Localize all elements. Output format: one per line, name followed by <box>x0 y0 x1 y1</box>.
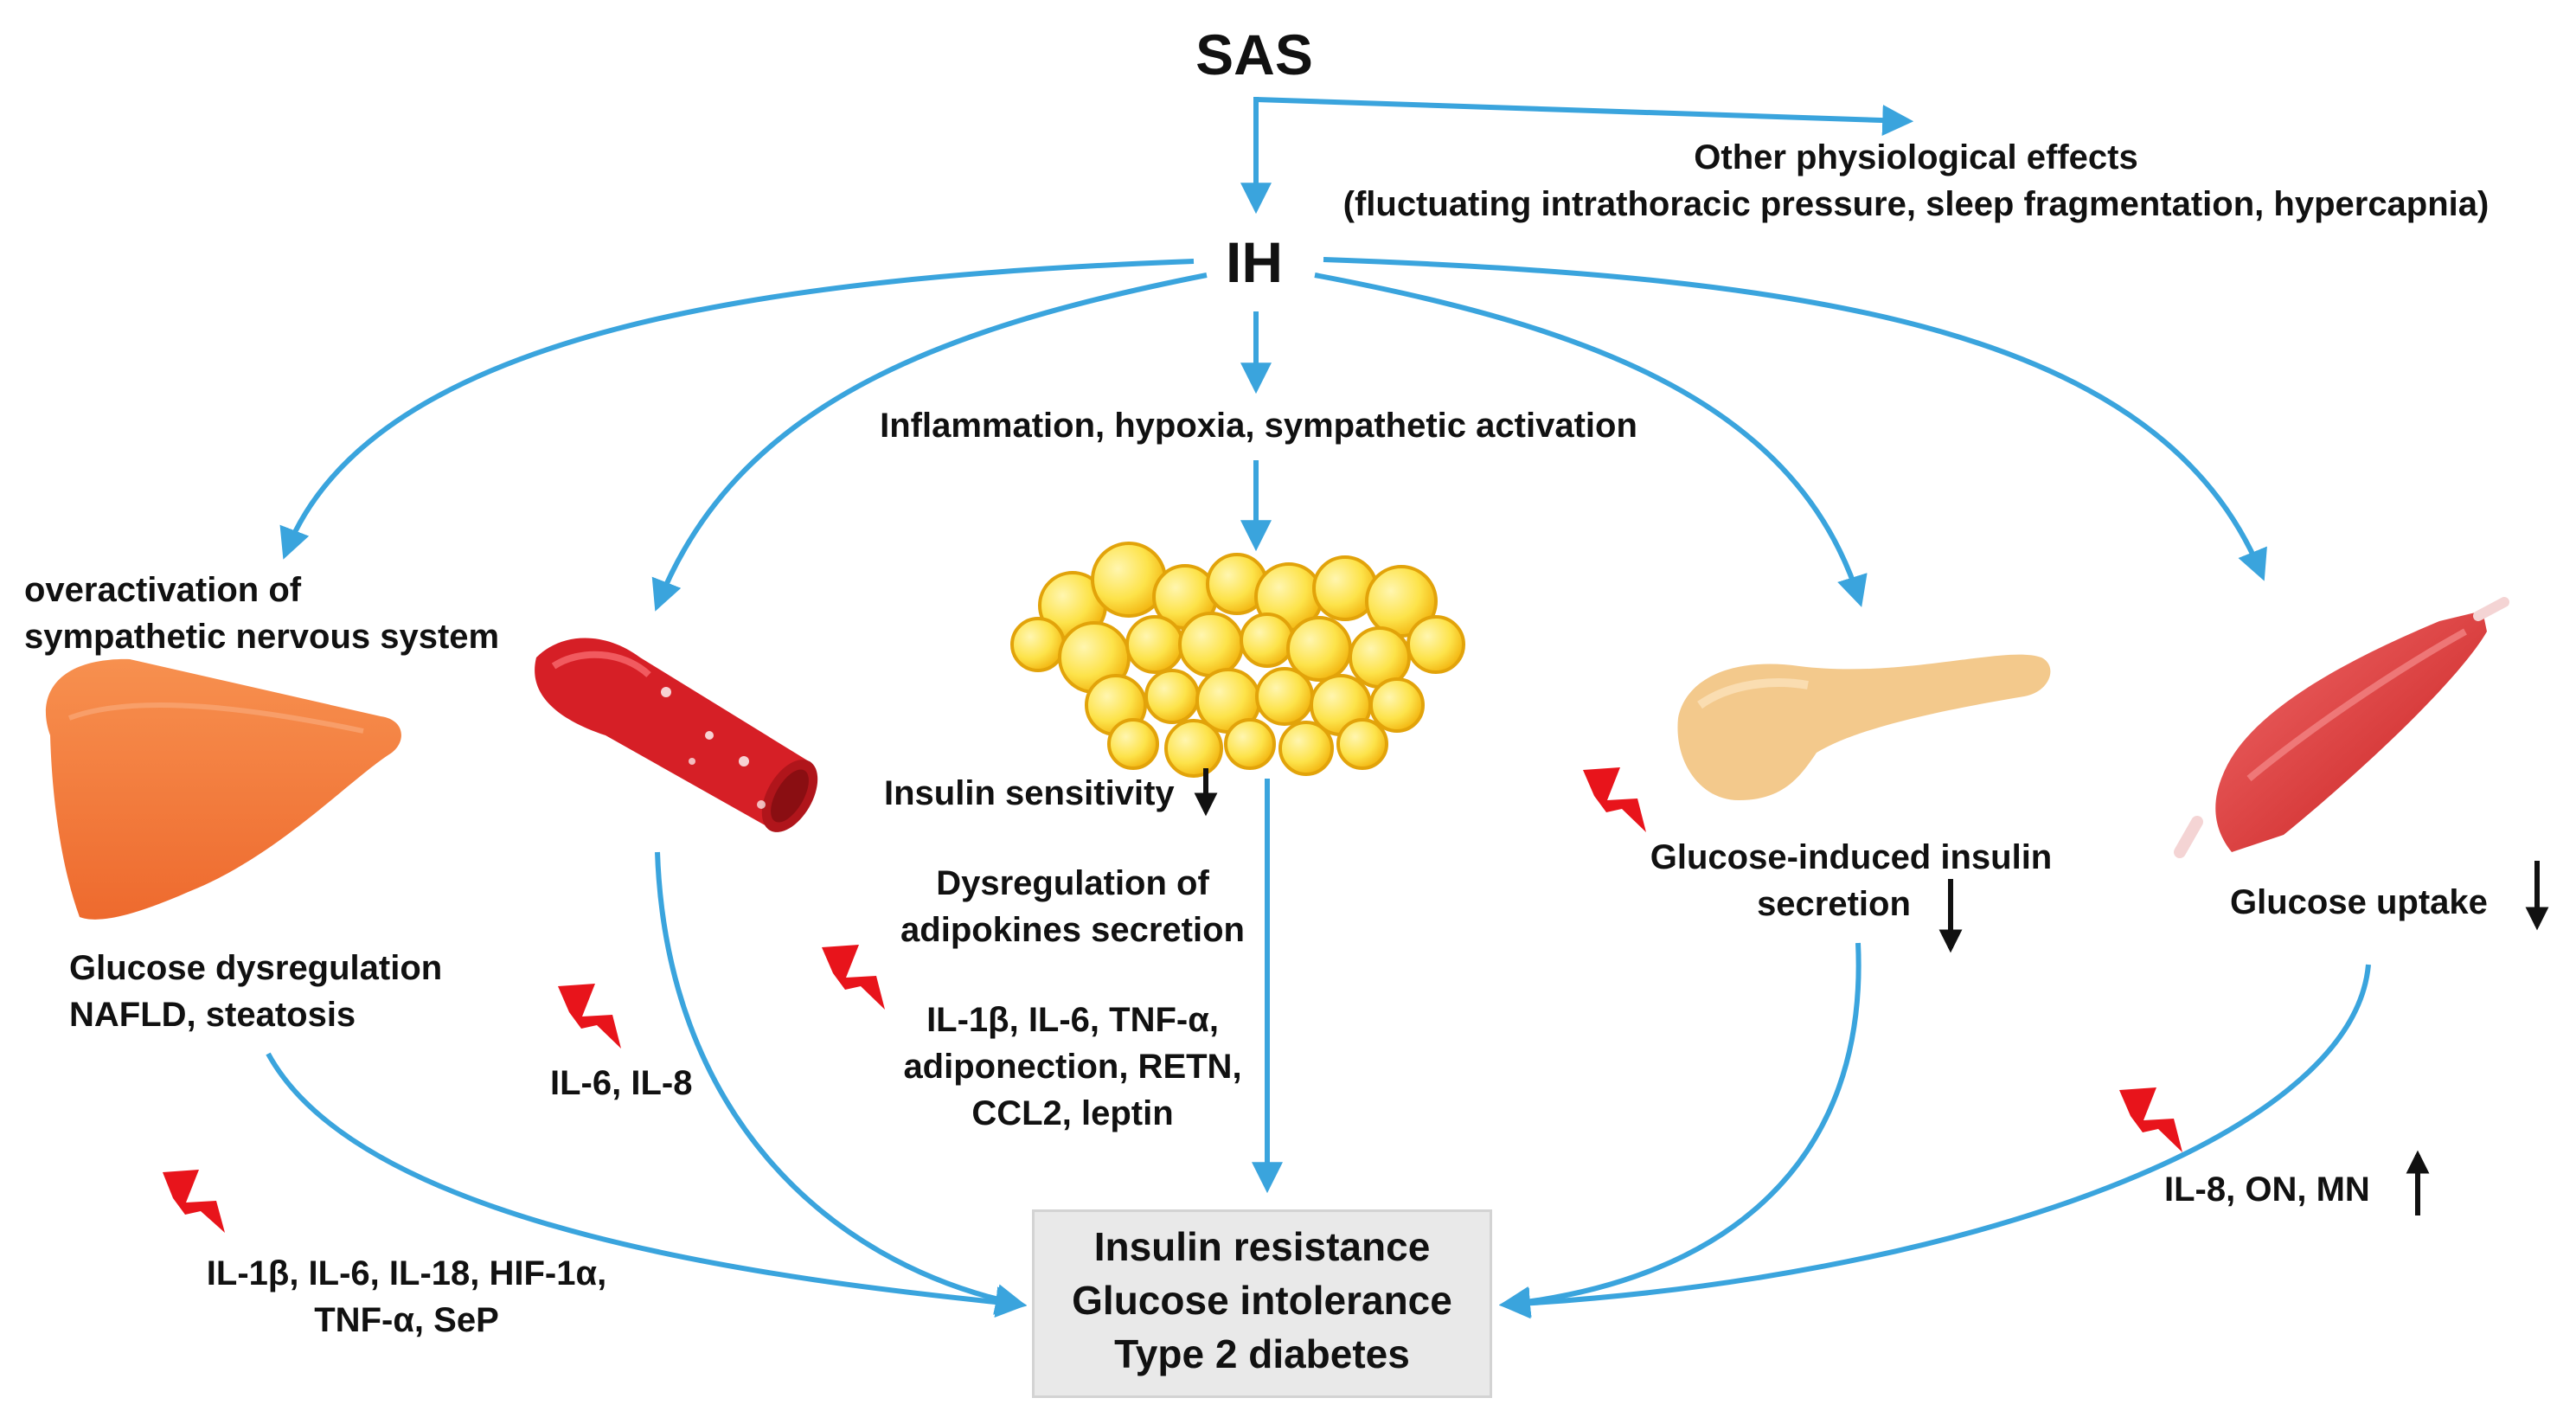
pancreas-illustration <box>1677 654 2051 800</box>
lightning-icon <box>163 1170 225 1233</box>
arrow-vessel-to-outcome <box>655 851 1028 1315</box>
adipose-sensitivity: Insulin sensitivity <box>884 774 1175 812</box>
arrow-pancreas-to-outcome <box>1498 942 1862 1318</box>
adipose-dysreg-line1: Dysregulation of <box>936 864 1209 902</box>
adipose-dysreg-line2: adipokines secretion <box>900 911 1245 949</box>
pancreas-effect-line2: secretion <box>1757 885 1911 923</box>
vessel-markers: IL-6, IL-8 <box>550 1064 693 1102</box>
arrow-ih-to-vessel <box>651 273 1208 612</box>
title-sas: SAS <box>1195 22 1313 87</box>
outcome-line1: Insulin resistance <box>1093 1224 1431 1269</box>
arrow-sas-to-other-effects <box>1255 97 1914 137</box>
adipose-markers-line1: IL-1β, IL-6, TNF-α, <box>926 1001 1219 1039</box>
other-effects-line2: (fluctuating intrathoracic pressure, sle… <box>1342 185 2489 223</box>
outcome-box <box>1032 1209 1492 1398</box>
outcome-text: Insulin resistance Glucose intolerance T… <box>1032 1220 1492 1381</box>
adipose-markers-line3: CCL2, leptin <box>971 1094 1174 1132</box>
liver-heading-line1: overactivation of <box>24 571 302 609</box>
outcome-line3: Type 2 diabetes <box>1114 1331 1410 1376</box>
liver-heading-line2: sympathetic nervous system <box>24 618 500 656</box>
arrow-liver-to-outcome <box>266 1052 1028 1318</box>
liver-effect-line2: NAFLD, steatosis <box>69 996 356 1034</box>
arrow-ih-to-liver <box>279 259 1195 560</box>
adipose-tissue-illustration <box>1010 542 1465 778</box>
liver-markers-line2: TNF-α, SeP <box>314 1301 499 1339</box>
arrow-ih-to-muscle <box>1323 257 2267 581</box>
liver-illustration <box>45 658 401 920</box>
node-ih: IH <box>1226 230 1283 294</box>
outcome-line2: Glucose intolerance <box>1072 1278 1452 1323</box>
muscle-effect: Glucose uptake <box>2230 883 2488 921</box>
blood-vessel-illustration <box>535 638 818 832</box>
lightning-icon <box>2119 1087 2182 1152</box>
muscle-markers: IL-8, ON, MN <box>2164 1170 2370 1209</box>
arrow-ih-to-pancreas <box>1314 273 1868 607</box>
liver-effect-line1: Glucose dysregulation <box>69 949 443 987</box>
lightning-icon <box>558 984 621 1049</box>
liver-markers-line1: IL-1β, IL-6, IL-18, HIF-1α, <box>206 1254 607 1292</box>
muscle-illustration <box>2174 597 2509 858</box>
arrow-muscle-to-outcome <box>1498 964 2371 1319</box>
mechanisms-label: Inflammation, hypoxia, sympathetic activ… <box>880 407 1637 445</box>
lightning-icon <box>822 945 885 1010</box>
adipose-markers-line2: adiponection, RETN, <box>903 1048 1242 1086</box>
lightning-icon <box>1583 767 1646 832</box>
other-effects-line1: Other physiological effects <box>1694 138 2138 176</box>
pancreas-effect-line1: Glucose-induced insulin <box>1650 838 2053 876</box>
